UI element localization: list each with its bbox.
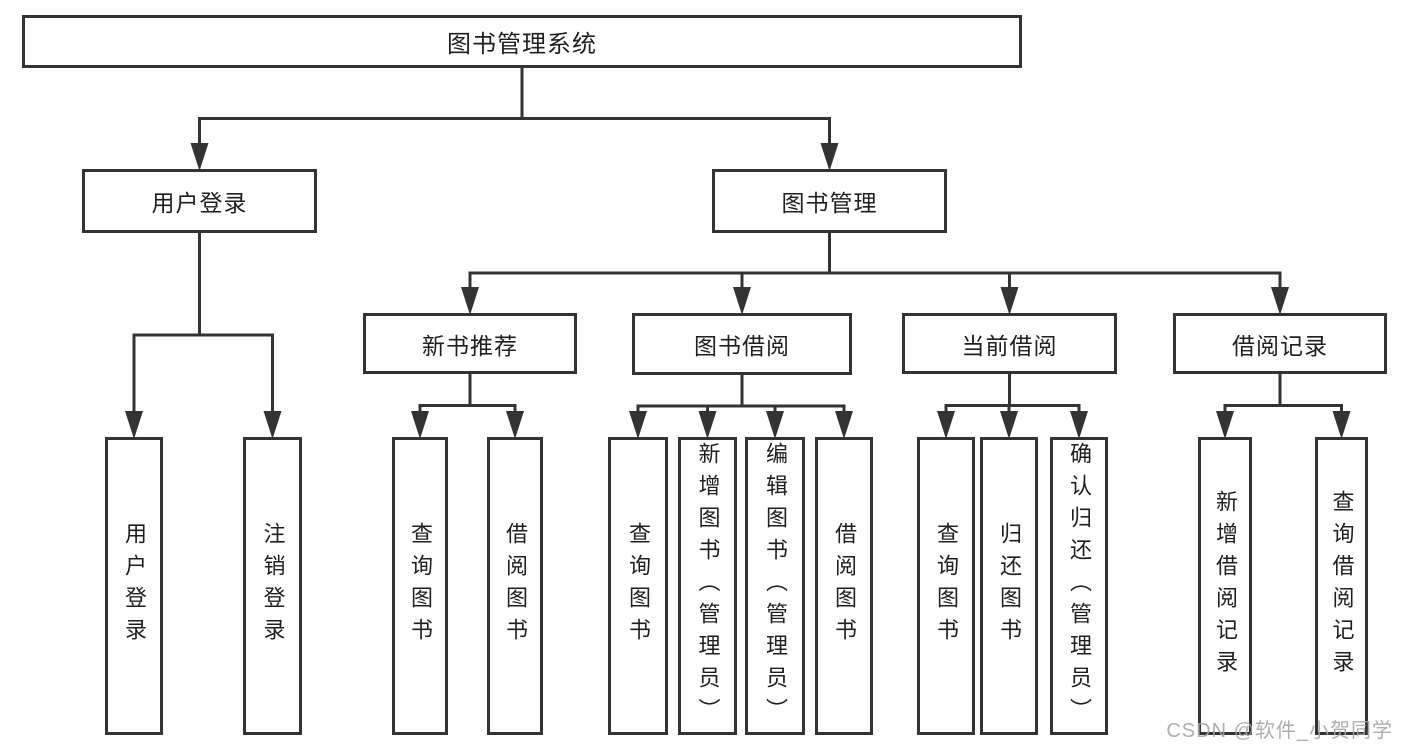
arrowhead-down-icon [937, 411, 955, 439]
node-current-borrowing: 当前借阅 [902, 313, 1117, 374]
node-return-books: 归还图书 [980, 437, 1038, 735]
node-label: 新增图书（管理员） [695, 442, 721, 730]
arrowhead-down-icon [1070, 411, 1088, 439]
node-query-books-borrowing: 查询图书 [608, 437, 668, 735]
node-label: 当前借阅 [961, 332, 1058, 359]
node-confirm-return-admin: 确认归还（管理员） [1050, 437, 1108, 735]
watermark: CSDN @软件_小贺同学 [1166, 720, 1393, 742]
node-label: 新增借阅记录 [1213, 490, 1238, 682]
node-label: 新书推荐 [422, 332, 518, 359]
arrowhead-down-icon [1000, 287, 1019, 315]
node-label: 确认归还（管理员） [1067, 442, 1092, 730]
node-edit-book-admin: 编辑图书（管理员） [745, 437, 805, 735]
arrowhead-down-icon [733, 287, 751, 315]
arrowhead-down-icon [1000, 411, 1018, 439]
node-logout: 注销登录 [243, 437, 302, 735]
node-label: 注销登录 [260, 522, 286, 650]
arrowhead-down-icon [411, 411, 429, 439]
node-add-borrow-record: 新增借阅记录 [1198, 437, 1252, 735]
node-label: 图书管理系统 [447, 31, 597, 58]
node-borrowing-records: 借阅记录 [1173, 313, 1387, 374]
node-add-book-admin: 新增图书（管理员） [678, 437, 737, 735]
node-borrow-books-recommend: 借阅图书 [487, 437, 543, 735]
arrowhead-down-icon [190, 143, 209, 171]
arrowhead-down-icon [698, 411, 717, 439]
node-label: 查询图书 [408, 522, 433, 650]
arrowhead-down-icon [506, 411, 524, 439]
arrowhead-down-icon [1216, 411, 1234, 439]
node-query-borrow-record: 查询借阅记录 [1315, 437, 1368, 735]
arrowhead-down-icon [835, 411, 853, 439]
node-system: 图书管理系统 [22, 15, 1022, 68]
node-book-management: 图书管理 [712, 169, 947, 233]
arrowhead-down-icon [1332, 411, 1351, 439]
node-user-login-module: 用户登录 [82, 169, 317, 233]
node-label: 查询图书 [626, 522, 651, 650]
arrowhead-down-icon [1271, 287, 1289, 315]
node-label: 用户登录 [151, 190, 248, 216]
node-label: 借阅记录 [1232, 332, 1328, 359]
node-label: 图书借阅 [694, 333, 790, 359]
node-label: 编辑图书（管理员） [763, 442, 788, 730]
node-query-books-recommend: 查询图书 [392, 437, 448, 735]
arrowhead-down-icon [629, 411, 647, 439]
node-label: 借阅图书 [832, 522, 857, 650]
arrowhead-down-icon [461, 287, 479, 315]
arrowhead-down-icon [820, 143, 839, 171]
node-query-books-current: 查询图书 [917, 437, 975, 735]
node-label: 归还图书 [997, 522, 1022, 650]
node-label: 借阅图书 [503, 522, 528, 650]
node-user-login: 用户登录 [105, 437, 163, 735]
node-label: 图书管理 [781, 190, 878, 216]
node-label: 查询图书 [934, 522, 959, 650]
node-label: 用户登录 [122, 522, 147, 650]
node-book-borrowing: 图书借阅 [632, 313, 852, 375]
arrowhead-down-icon [125, 411, 143, 439]
node-borrow-books-borrowing: 借阅图书 [815, 437, 873, 735]
node-label: 查询借阅记录 [1329, 490, 1355, 682]
arrowhead-down-icon [263, 411, 282, 439]
node-new-book-recommend: 新书推荐 [363, 313, 577, 374]
arrowhead-down-icon [766, 411, 784, 439]
